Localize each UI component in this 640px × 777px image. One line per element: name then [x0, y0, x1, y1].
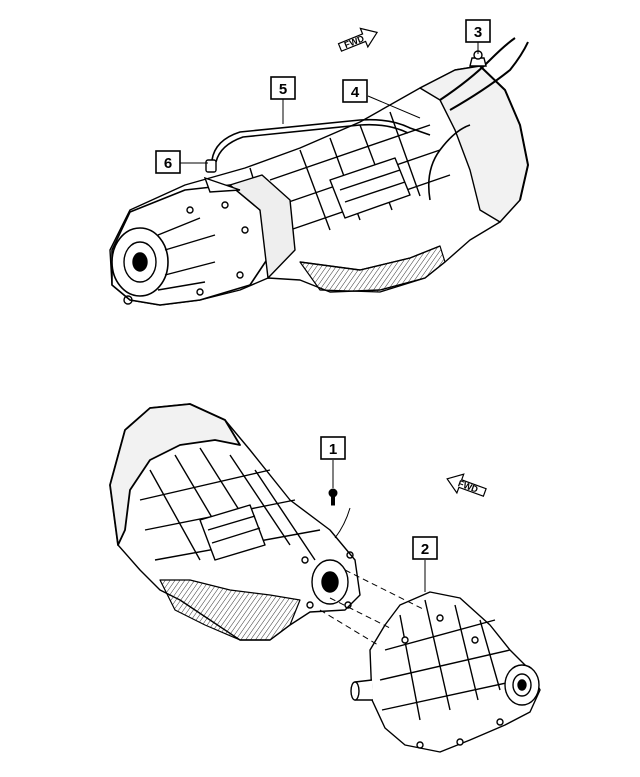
stud-fastener — [328, 488, 338, 506]
callout-2-label: 2 — [421, 541, 429, 558]
transfer-case — [350, 591, 541, 753]
vent-fitting — [203, 159, 241, 193]
callout-3-label: 3 — [474, 24, 482, 41]
bottom-leader-lines — [332, 460, 426, 592]
top-fwd-arrow: FWD — [337, 27, 379, 52]
top-fwd-label: FWD — [343, 33, 366, 50]
callout-6-label: 6 — [164, 155, 172, 172]
callout-5-label: 5 — [279, 81, 287, 98]
callout-3: 3 — [465, 19, 491, 43]
callout-1-label: 1 — [329, 441, 337, 458]
dipstick-tube-fitting — [469, 50, 487, 67]
callout-6: 6 — [155, 150, 181, 174]
alignment-lines — [319, 569, 426, 646]
callout-4: 4 — [342, 79, 368, 103]
lower-transmission-assembly — [109, 403, 361, 641]
vent-tube — [211, 118, 431, 163]
bottom-fwd-arrow: FWD — [446, 473, 487, 498]
callout-2: 2 — [412, 536, 438, 560]
callout-4-label: 4 — [351, 84, 360, 101]
bottom-fwd-label: FWD — [457, 478, 480, 495]
callout-1: 1 — [320, 436, 346, 460]
upper-transmission-assembly — [109, 37, 529, 306]
callout-5: 5 — [270, 76, 296, 100]
